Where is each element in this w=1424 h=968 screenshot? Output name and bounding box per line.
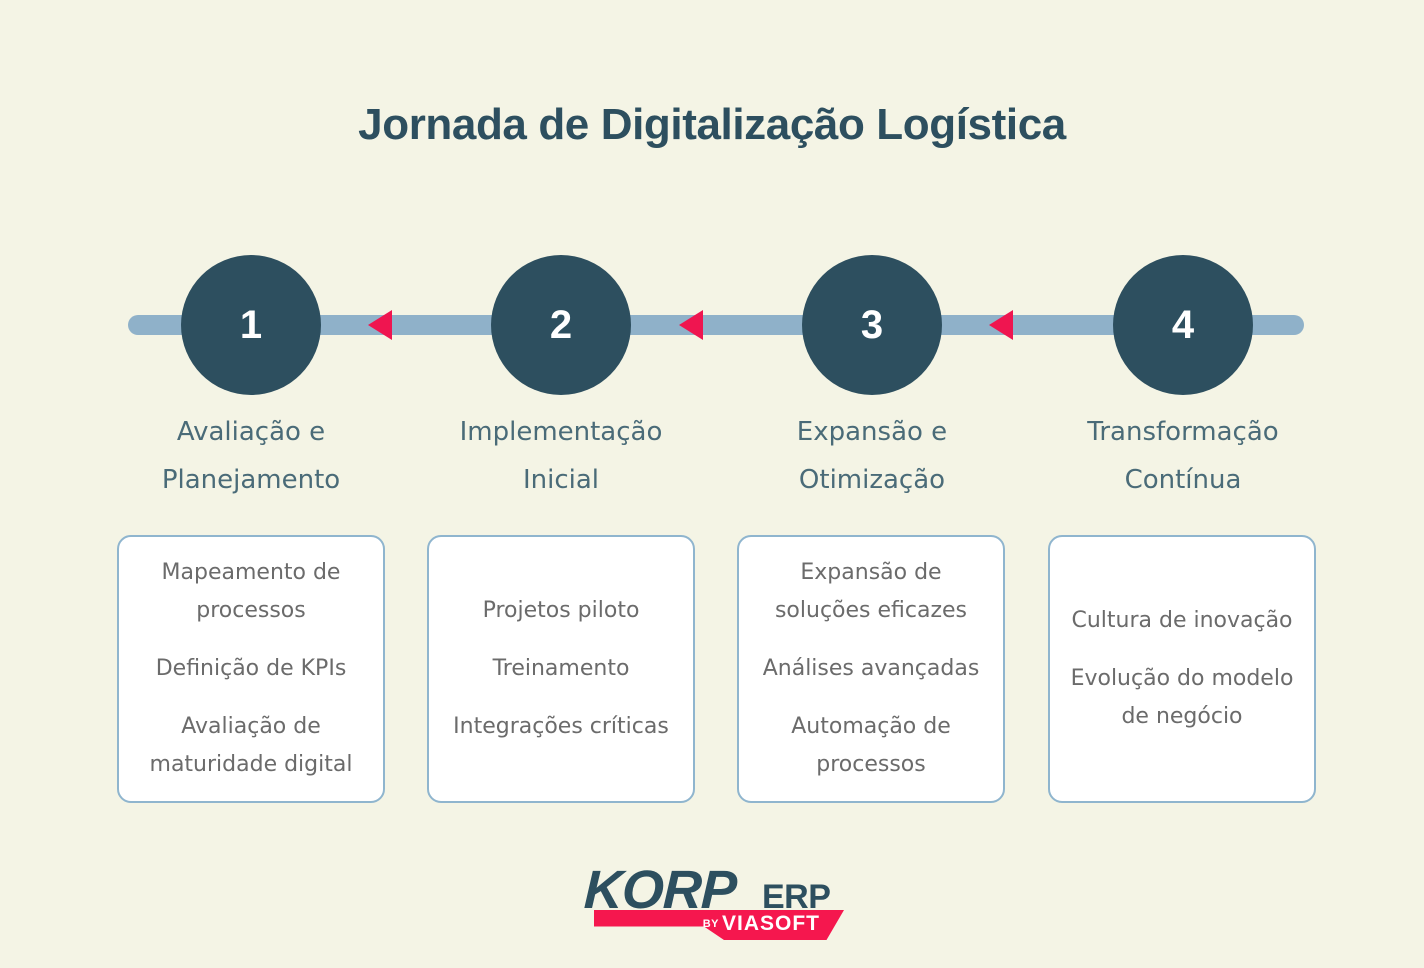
card-item: Projetos piloto bbox=[482, 598, 640, 623]
card-item: Evolução do modelo de negócio bbox=[1070, 666, 1294, 729]
timeline: 1 2 3 4 bbox=[0, 255, 1424, 395]
step-label-4-line2: Contínua bbox=[1124, 465, 1242, 495]
timeline-node-1[interactable]: 1 bbox=[181, 255, 321, 395]
step-label-2: Implementação Inicial bbox=[416, 408, 706, 504]
step-label-3-line1: Expansão e bbox=[796, 417, 948, 447]
step-card-2: Projetos piloto Treinamento Integrações … bbox=[427, 535, 695, 803]
step-label-2-line1: Implementação bbox=[459, 417, 663, 447]
card-item: Definição de KPIs bbox=[155, 656, 347, 681]
card-item: Treinamento bbox=[492, 656, 630, 681]
step-label-3-line2: Otimização bbox=[798, 465, 946, 495]
step-label-1: Avaliação e Planejamento bbox=[106, 408, 396, 504]
step-card-4: Cultura de inovação Evolução do modelo d… bbox=[1048, 535, 1316, 803]
step-label-4: Transformação Contínua bbox=[1038, 408, 1328, 504]
card-item: Mapeamento de processos bbox=[161, 560, 341, 623]
logo-erp-text: ERP bbox=[762, 878, 831, 916]
card-item: Análises avançadas bbox=[762, 656, 980, 681]
timeline-node-4[interactable]: 4 bbox=[1113, 255, 1253, 395]
step-label-4-line1: Transformação bbox=[1087, 417, 1279, 447]
timeline-node-number-2: 2 bbox=[549, 302, 573, 347]
timeline-node-number-3: 3 bbox=[860, 302, 884, 347]
card-item: Cultura de inovação bbox=[1071, 608, 1293, 633]
arrow-left-icon-1 bbox=[368, 310, 392, 340]
step-label-3: Expansão e Otimização bbox=[727, 408, 1017, 504]
step-label-1-line2: Planejamento bbox=[161, 465, 341, 495]
timeline-node-3[interactable]: 3 bbox=[802, 255, 942, 395]
arrow-left-icon-2 bbox=[679, 310, 703, 340]
card-item: Expansão de soluções eficazes bbox=[774, 560, 968, 623]
logo-viasoft-text: VIASOFT bbox=[721, 912, 820, 935]
logo-wordmark: KORP ERP bbox=[583, 860, 844, 920]
step-card-3: Expansão de soluções eficazes Análises a… bbox=[737, 535, 1005, 803]
timeline-node-2[interactable]: 2 bbox=[491, 255, 631, 395]
logo-by-text: BY bbox=[702, 918, 719, 930]
card-item: Automação de processos bbox=[791, 714, 951, 777]
page-title: Jornada de Digitalização Logística bbox=[358, 100, 1066, 149]
step-label-1-line1: Avaliação e bbox=[176, 417, 326, 447]
card-item: Avaliação de maturidade digital bbox=[149, 714, 353, 777]
timeline-node-number-1: 1 bbox=[239, 302, 263, 347]
step-card-1: Mapeamento de processos Definição de KPI… bbox=[117, 535, 385, 803]
card-item: Integrações críticas bbox=[453, 714, 669, 739]
step-label-2-line2: Inicial bbox=[522, 465, 600, 495]
timeline-node-number-4: 4 bbox=[1171, 302, 1195, 347]
arrow-left-icon-3 bbox=[989, 310, 1013, 340]
